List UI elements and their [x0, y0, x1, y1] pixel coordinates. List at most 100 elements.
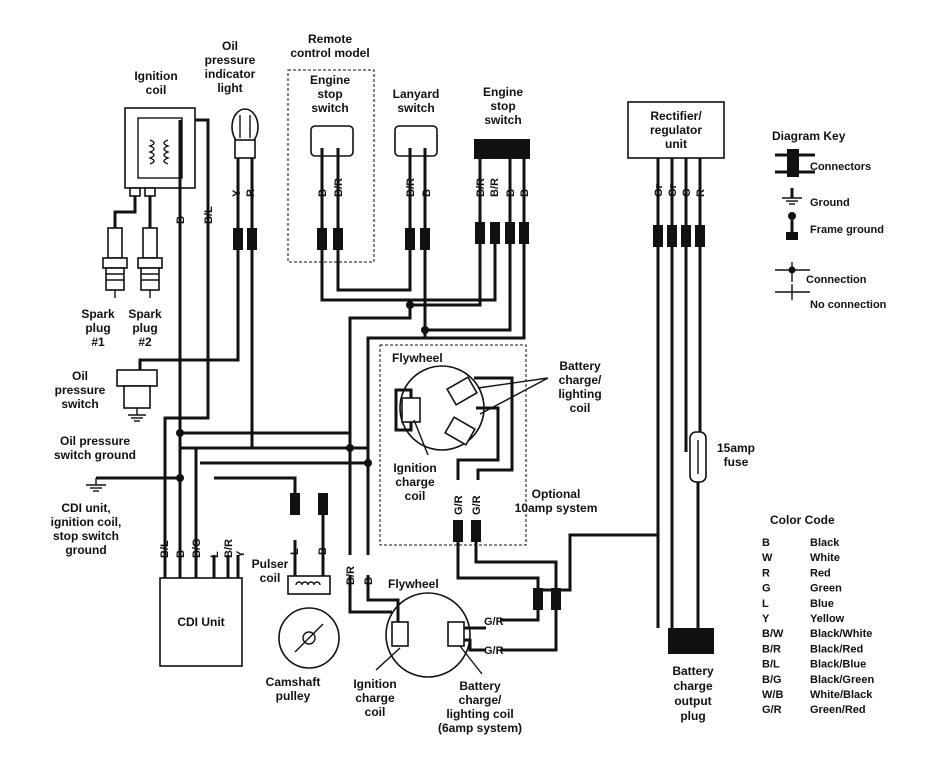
wire-code-label: Y	[235, 550, 247, 558]
junction-dot	[346, 444, 354, 452]
wire-code-label: B/L	[203, 206, 215, 224]
coil-bl-wire	[163, 118, 210, 555]
color-code-name: Yellow	[810, 613, 845, 625]
wire-code-label: B/L	[159, 540, 171, 558]
diagram-key-item: Connectors	[810, 161, 871, 173]
wire-code-label: G/R	[484, 645, 504, 657]
cdi-ground-label: ignition coil,	[51, 515, 122, 529]
color-code-name: Green	[810, 583, 842, 595]
battery-output-plug-label: Battery	[672, 664, 714, 678]
color-code-abbrev: L	[762, 598, 769, 610]
ignition-charge-coil-bottom-icon	[391, 621, 409, 647]
wire-code-label: B/R	[405, 178, 417, 197]
diagram-key-title: Diagram Key	[772, 129, 846, 143]
ign-charge-top-wire	[394, 388, 413, 432]
junction-dot	[421, 326, 429, 334]
lanyard-switch-label: Lanyard	[393, 87, 440, 101]
battery-coil-top-label: coil	[570, 401, 591, 415]
ignition-charge-coil-top-icon	[401, 397, 421, 423]
oil-pressure-switch-icon	[116, 369, 158, 422]
flywheel-bottom-icon	[385, 592, 471, 678]
wire-code-label: B/R	[345, 566, 357, 585]
oil-pressure-switch-label: pressure	[55, 383, 106, 397]
cdi-ground-label: ground	[65, 543, 106, 557]
wire-code-label: R	[695, 189, 707, 197]
wire-code-label: B/R	[333, 178, 345, 197]
ignition-charge-bottom-label: Ignition	[353, 677, 396, 691]
no-connection-key-icon	[775, 284, 810, 300]
color-code-name: White/Black	[810, 689, 873, 701]
ground-icon	[86, 478, 106, 492]
ignition-charge-top-label: coil	[405, 489, 426, 503]
oil-light-y-wire	[138, 158, 240, 370]
optional-10amp-label: 10amp system	[515, 501, 598, 515]
color-code-abbrev: B	[762, 537, 770, 549]
battery-output-plug-label: output	[674, 694, 711, 708]
engine-stop-switch-icon	[474, 139, 530, 159]
wire-code-label: B	[317, 189, 329, 197]
remote-stop-switch-icon	[310, 125, 354, 157]
remote-stop-switch-label: stop	[317, 87, 342, 101]
wire-code-label: R	[245, 189, 257, 197]
remote-model-label: Remote	[308, 32, 352, 46]
stop-b2-wire	[425, 159, 526, 340]
wire-code-label: B	[363, 577, 375, 585]
color-code-abbrev: R	[762, 567, 770, 579]
color-code-name: Black/Blue	[810, 659, 866, 671]
wire-code-label: L	[209, 551, 221, 558]
br-trunk-wire	[348, 305, 412, 555]
bulb-icon	[231, 108, 259, 159]
b-trunk-wire	[366, 336, 425, 555]
battery-coil-bottom-label: charge/	[459, 693, 502, 707]
lanyard-switch-label: switch	[397, 101, 434, 115]
wire-code-label: B/R	[489, 178, 501, 197]
pulser-winding-icon	[295, 581, 321, 586]
plug1-lead	[113, 196, 137, 228]
text-layer: IgnitioncoilOilpressureindicatorlightRem…	[51, 32, 887, 735]
wire-code-label: G/R	[453, 495, 465, 515]
rectifier-label: Rectifier/	[650, 109, 702, 123]
battery-output-plug-label: charge	[673, 679, 713, 693]
color-code-abbrev: G	[762, 583, 771, 595]
coil-winding-icon	[148, 139, 155, 165]
color-code-abbrev: B/G	[762, 674, 782, 686]
color-code-name: Black/Green	[810, 674, 874, 686]
camshaft-pulley-label: Camshaft	[266, 675, 321, 689]
remote-model-label: control model	[290, 46, 369, 60]
wire-code-label: G/R	[471, 495, 483, 515]
ignition-coil-box	[124, 107, 196, 189]
wire-code-label: Gr	[653, 183, 665, 197]
engine-stop-switch-label: switch	[484, 113, 521, 127]
oil-pressure-switch-label: Oil	[72, 369, 88, 383]
wire-code-label: G	[681, 188, 693, 197]
color-code-name: Green/Red	[810, 704, 866, 716]
spark-plug-1-label: Spark	[81, 307, 115, 321]
wire-code-label: B/R	[475, 178, 487, 197]
color-code-name: Red	[810, 567, 831, 579]
battery-coil-bottom-label: (6amp system)	[438, 721, 522, 735]
wire-code-label: B	[317, 547, 329, 555]
flywheel-top-label: Flywheel	[392, 351, 443, 365]
color-code-name: Black/White	[810, 628, 872, 640]
oil-pressure-switch-label: switch	[61, 397, 98, 411]
optional-system-box	[379, 344, 527, 546]
junction-dot	[176, 429, 184, 437]
connector-blocks	[233, 222, 705, 610]
color-code-name: Black/Red	[810, 643, 863, 655]
wire-code-label: B	[175, 550, 187, 558]
diagram-key-item: Ground	[810, 197, 850, 209]
oil-light-label: Oil	[222, 39, 238, 53]
battery-output-plug-label: plug	[680, 709, 705, 723]
ignition-coil-core	[137, 117, 183, 179]
spark-plug-2-label: #2	[138, 335, 152, 349]
color-code-abbrev: B/R	[762, 643, 781, 655]
engine-stop-switch-label: Engine	[483, 85, 523, 99]
coil-terminal	[144, 187, 156, 197]
battery-coil-top-label: charge/	[559, 373, 602, 387]
coil-winding-icon	[163, 139, 170, 165]
flywheel-bottom-label: Flywheel	[388, 577, 439, 591]
battery-coil-bottom-icon	[447, 621, 465, 647]
junction-dot	[176, 474, 184, 482]
spark-plug-1-label: #1	[91, 335, 105, 349]
